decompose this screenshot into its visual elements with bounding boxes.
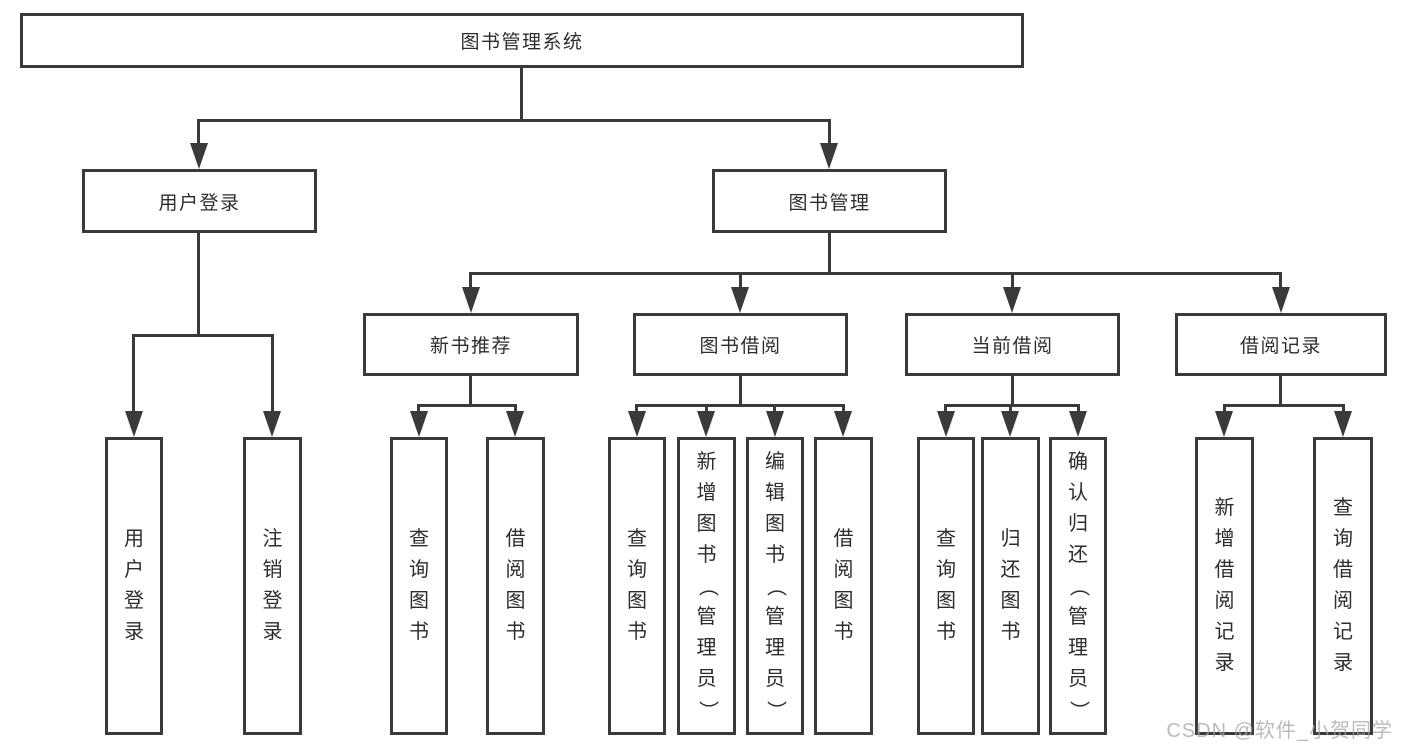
connector-line	[469, 272, 472, 290]
leaf-rec-query-books: 查询图书	[390, 437, 448, 735]
node-user-login: 用户登录	[82, 169, 317, 233]
connector-line	[739, 272, 742, 290]
connector-line	[469, 272, 1282, 275]
arrow-down-icon	[1272, 287, 1290, 313]
csdn-watermark: CSDN @软件_小贺同学	[1166, 720, 1393, 742]
node-label: 查询图书	[409, 528, 429, 643]
connector-line	[635, 404, 845, 407]
arrow-down-icon	[462, 287, 480, 313]
connector-line	[132, 334, 135, 414]
node-book-borrow: 图书借阅	[633, 313, 848, 376]
node-label: 新书推荐	[429, 336, 512, 357]
leaf-bb-edit-books: 编辑图书（管理员）	[746, 437, 804, 735]
arrow-down-icon	[697, 411, 715, 437]
node-label: 图书借阅	[699, 336, 782, 357]
node-label: 借阅记录	[1239, 336, 1322, 357]
connector-line	[944, 404, 947, 414]
node-current-borrow: 当前借阅	[905, 313, 1120, 376]
arrow-down-icon	[263, 411, 281, 437]
node-book-management: 图书管理	[712, 169, 947, 233]
arrow-down-icon	[628, 411, 646, 437]
arrow-down-icon	[1069, 411, 1087, 437]
arrow-down-icon	[125, 411, 143, 437]
arrow-down-icon	[1003, 287, 1021, 313]
arrow-down-icon	[190, 143, 208, 169]
arrow-down-icon	[937, 411, 955, 437]
node-label: 确认归还（管理员）	[1067, 450, 1090, 721]
leaf-bb-borrow-books: 借阅图书	[814, 437, 873, 735]
node-label: 新增图书（管理员）	[696, 450, 718, 721]
leaf-cb-query-books: 查询图书	[917, 437, 975, 735]
arrow-down-icon	[731, 287, 749, 313]
connector-line	[1342, 404, 1345, 414]
connector-line	[1009, 404, 1012, 414]
node-label: 查询图书	[627, 528, 647, 643]
connector-line	[197, 119, 200, 147]
connector-line	[944, 404, 1080, 407]
arrow-down-icon	[1334, 411, 1352, 437]
connector-line	[1223, 404, 1226, 414]
leaf-br-add-record: 新增借阅记录	[1195, 437, 1254, 735]
node-label: 图书管理系统	[460, 32, 584, 53]
node-label: 查询借阅记录	[1333, 497, 1353, 674]
connector-line	[417, 404, 517, 407]
node-label: 查询图书	[936, 528, 956, 643]
connector-line	[828, 119, 831, 147]
connector-line	[469, 376, 472, 407]
connector-line	[842, 404, 845, 414]
leaf-bb-query-books: 查询图书	[608, 437, 666, 735]
connector-line	[520, 68, 523, 120]
connector-line	[197, 119, 831, 122]
connector-line	[828, 233, 831, 275]
leaf-bb-add-books: 新增图书（管理员）	[677, 437, 736, 735]
arrow-down-icon	[410, 411, 428, 437]
node-label: 归还图书	[1000, 528, 1021, 643]
connector-line	[1011, 376, 1014, 407]
node-label: 编辑图书（管理员）	[764, 450, 787, 721]
arrow-down-icon	[766, 411, 784, 437]
connector-line	[1077, 404, 1080, 414]
node-label: 用户登录	[158, 192, 241, 214]
node-label: 注销登录	[262, 528, 283, 643]
leaf-logout: 注销登录	[243, 437, 302, 735]
connector-line	[773, 404, 776, 414]
connector-line	[739, 376, 742, 407]
connector-line	[635, 404, 638, 414]
arrow-down-icon	[506, 411, 524, 437]
connector-line	[1279, 376, 1282, 407]
connector-line	[514, 404, 517, 414]
connector-line	[1279, 272, 1282, 290]
node-label: 图书管理	[788, 192, 871, 214]
connector-line	[1011, 272, 1014, 290]
leaf-cb-return-books: 归还图书	[981, 437, 1040, 735]
arrow-down-icon	[820, 143, 838, 169]
node-label: 当前借阅	[971, 336, 1054, 357]
node-label: 用户登录	[124, 528, 144, 643]
arrow-down-icon	[834, 411, 852, 437]
node-label: 借阅图书	[833, 528, 854, 643]
connector-line	[271, 334, 274, 414]
node-new-book-recommend: 新书推荐	[363, 313, 579, 376]
connector-line	[132, 334, 274, 337]
node-borrow-records: 借阅记录	[1175, 313, 1387, 376]
connector-line	[705, 404, 708, 414]
leaf-user-login: 用户登录	[105, 437, 163, 735]
node-label: 新增借阅记录	[1214, 497, 1235, 674]
node-root: 图书管理系统	[20, 13, 1024, 68]
arrow-down-icon	[1215, 411, 1233, 437]
leaf-rec-borrow-books: 借阅图书	[486, 437, 545, 735]
leaf-cb-confirm-return: 确认归还（管理员）	[1049, 437, 1107, 735]
node-label: 借阅图书	[505, 528, 526, 643]
leaf-br-query-record: 查询借阅记录	[1313, 437, 1373, 735]
connector-line	[417, 404, 420, 414]
arrow-down-icon	[1001, 411, 1019, 437]
connector-line	[197, 233, 200, 337]
connector-line	[1223, 404, 1345, 407]
